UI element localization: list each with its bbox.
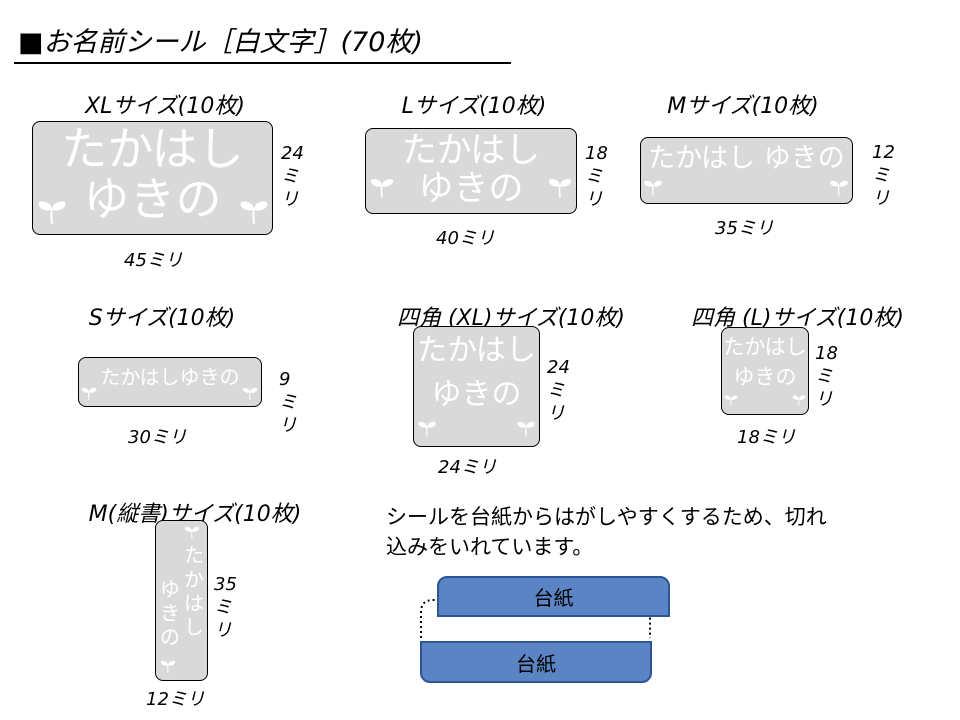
note-line-2: 込みをいれています。: [386, 535, 594, 559]
m-height-dimension: 12 ミ リ: [872, 142, 895, 209]
sprout-left-icon: [81, 387, 97, 400]
xl-size-label: XLサイズ(10枚): [85, 94, 245, 119]
note-line-1: シールを台紙からはがしやすくするため、切れ: [386, 505, 827, 529]
sprout-left-icon: [644, 180, 662, 196]
sprout-left-icon: [418, 421, 436, 437]
title-underline: [14, 62, 511, 64]
sprout-right-icon: [830, 180, 848, 196]
square-l-size-label: 四角 (L)サイズ(10枚): [691, 306, 904, 331]
cut-explanation-note: シールを台紙からはがしやすくするため、切れ 込みをいれています。: [386, 502, 906, 562]
m-size-label: Mサイズ(10枚): [667, 94, 819, 119]
sticker-vertical-col1: たかはし: [184, 543, 204, 639]
sticker-name-single-line: たかはし ゆきの: [648, 143, 845, 174]
m-sticker: たかはし ゆきの: [640, 137, 853, 204]
s-height-dimension: 9 ミ リ: [279, 369, 297, 436]
sprout-right-icon: [240, 201, 268, 225]
sticker-name-line2: ゆきの: [733, 365, 797, 389]
l-sticker: たかはし ゆきの: [365, 128, 577, 214]
square-l-width-dimension: 18ミリ: [737, 427, 796, 448]
sticker-vertical-col2: ゆきの: [160, 577, 180, 649]
page-title: ■お名前シール［白文字］(70枚): [18, 27, 423, 58]
l-width-dimension: 40ミリ: [436, 228, 495, 249]
xl-sticker: たかはし ゆきの: [32, 121, 273, 235]
sticker-name-line2: ゆきの: [83, 172, 222, 226]
sticker-name-line1: たかはし: [723, 335, 807, 359]
m-vertical-sticker: たかはし ゆきの: [155, 520, 208, 681]
square-l-sticker: たかはし ゆきの: [721, 327, 809, 415]
backing-bottom-label: 台紙: [516, 651, 556, 676]
sprout-left-icon: [38, 201, 66, 225]
sticker-name-line1: たかはし: [401, 131, 541, 171]
l-height-dimension: 18 ミ リ: [585, 143, 608, 210]
sprout-top-icon: [184, 526, 200, 539]
backing-paper-bottom: 台紙: [420, 641, 652, 683]
square-xl-width-dimension: 24ミリ: [438, 457, 497, 478]
sprout-bottom-icon: [160, 660, 176, 673]
sticker-name-line2: ゆきの: [418, 169, 524, 209]
square-xl-sticker: たかはし ゆきの: [413, 326, 540, 447]
sticker-name-compact: たかはしゆきの: [100, 365, 240, 389]
sprout-left-icon: [370, 179, 394, 198]
sticker-name-line1: たかはし: [417, 333, 536, 368]
backing-top-label: 台紙: [533, 586, 574, 610]
square-xl-height-dimension: 24 ミ リ: [547, 357, 570, 424]
s-sticker: たかはしゆきの: [78, 357, 262, 407]
sprout-right-icon: [548, 179, 572, 198]
backing-paper-top: 台紙: [437, 576, 670, 617]
xl-height-dimension: 24 ミ リ: [281, 143, 304, 210]
sprout-right-icon: [517, 421, 535, 437]
cut-line-outline: [420, 599, 651, 638]
m-vertical-width-dimension: 12ミリ: [146, 689, 205, 710]
sticker-name-line2: ゆきの: [431, 377, 522, 412]
s-width-dimension: 30ミリ: [128, 427, 187, 448]
m-width-dimension: 35ミリ: [715, 218, 774, 239]
sticker-name-line1: たかはし: [61, 122, 244, 176]
sprout-right-icon: [242, 387, 258, 400]
sprout-right-icon: [792, 395, 806, 407]
sprout-left-icon: [724, 395, 738, 407]
square-l-height-dimension: 18 ミ リ: [815, 343, 838, 410]
l-size-label: Lサイズ(10枚): [401, 94, 547, 119]
s-size-label: Sサイズ(10枚): [88, 306, 236, 331]
m-vertical-height-dimension: 35 ミ リ: [214, 574, 237, 641]
xl-width-dimension: 45ミリ: [124, 250, 183, 271]
